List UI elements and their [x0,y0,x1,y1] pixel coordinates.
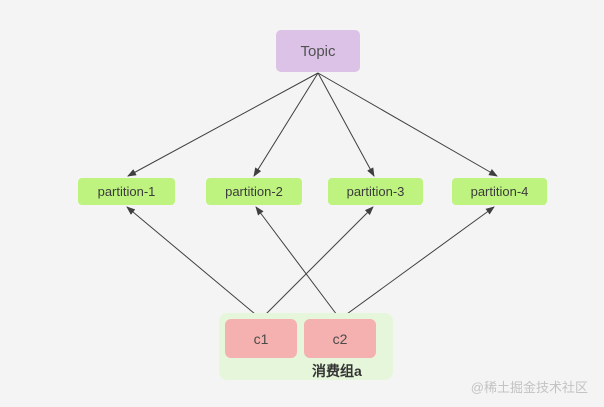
partition-3-label: partition-3 [346,184,405,199]
edge-c1-to-partition-3 [260,206,374,320]
edge-c2-to-partition-4 [339,206,495,320]
edge-topic-to-partition-3 [317,72,375,177]
edge-topic-to-partition-2 [253,72,319,177]
consumer-c1-node: c1 [225,319,297,358]
partition-2-label: partition-2 [225,184,283,199]
consumer-c2-node: c2 [304,319,376,358]
edge-topic-to-partition-4 [317,72,498,177]
topic-node: Topic [276,30,360,72]
partition-1-node: partition-1 [78,178,175,205]
consumer-c1-label: c1 [253,330,269,347]
edge-c1-to-partition-1 [126,206,262,320]
partition-1-label: partition-1 [97,184,156,199]
topic-label: Topic [300,42,336,60]
watermark-text: @稀土掘金技术社区 [470,380,588,395]
partition-4-node: partition-4 [452,178,547,205]
consumer-group-label: 消费组a [312,363,362,379]
partition-3-node: partition-3 [328,178,423,205]
edge-topic-to-partition-1 [127,72,319,177]
partition-2-node: partition-2 [206,178,302,205]
partition-4-label: partition-4 [470,184,529,199]
edge-c2-to-partition-2 [255,206,341,320]
consumer-c2-label: c2 [332,330,348,347]
